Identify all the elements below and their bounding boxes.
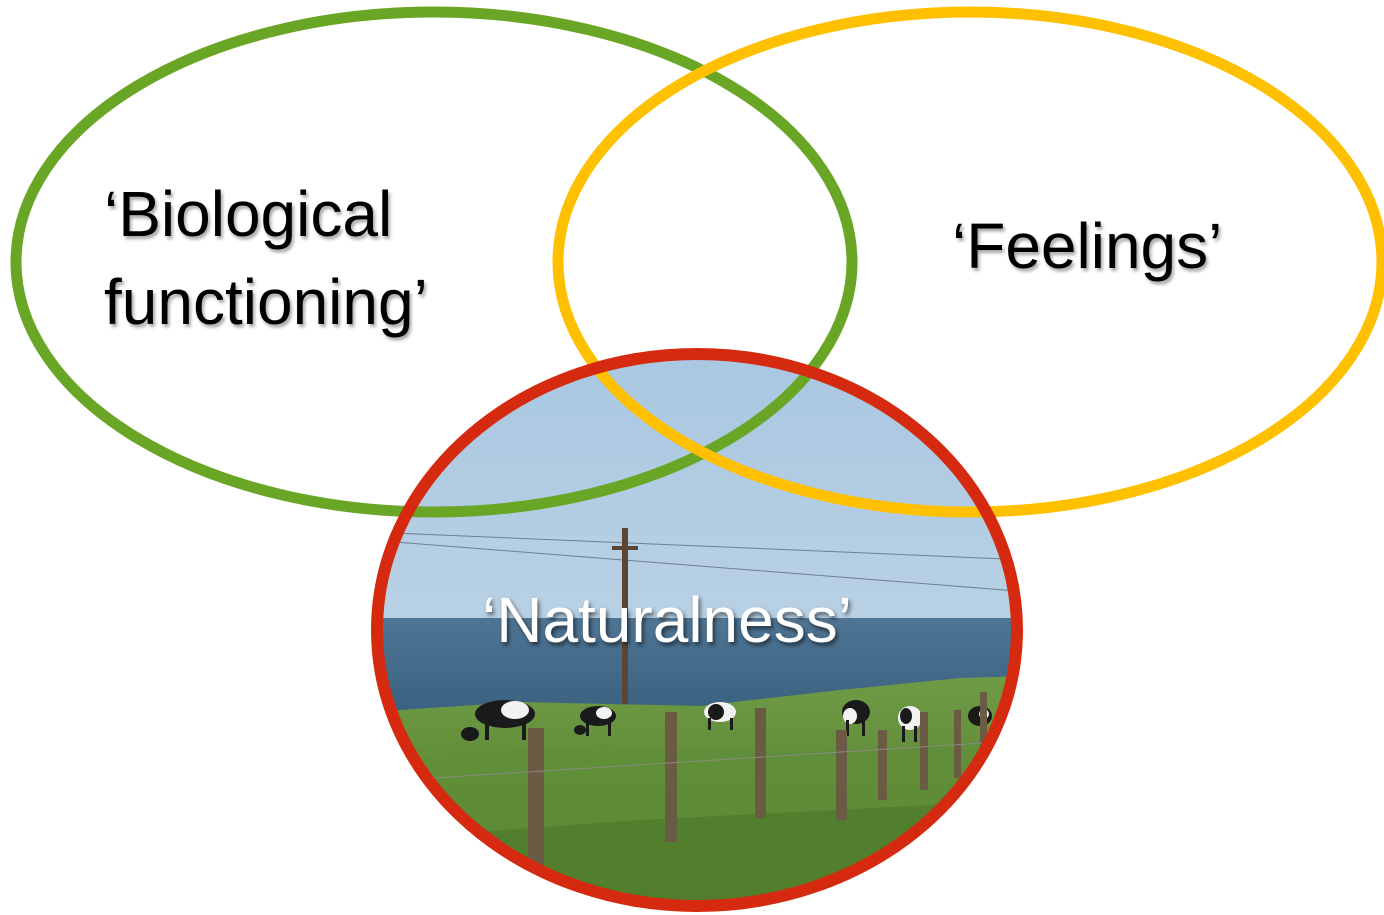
feelings-circle (552, 6, 1384, 518)
cow (898, 706, 922, 742)
cow (461, 700, 535, 741)
naturalness-label: ‘Naturalness’ (482, 584, 852, 656)
biological-functioning-label-line-2: functioning’ (104, 266, 428, 338)
naturalness-circle (371, 348, 1023, 912)
cow (704, 702, 736, 730)
biological-functioning-label: ‘Biological functioning’ (104, 170, 428, 346)
feelings-label: ‘Feelings’ (952, 210, 1223, 282)
fence (528, 692, 987, 888)
biological-functioning-label-line-1: ‘Biological (104, 178, 393, 250)
biological-functioning-circle (10, 6, 858, 518)
cow (574, 706, 616, 736)
cow (842, 700, 870, 736)
